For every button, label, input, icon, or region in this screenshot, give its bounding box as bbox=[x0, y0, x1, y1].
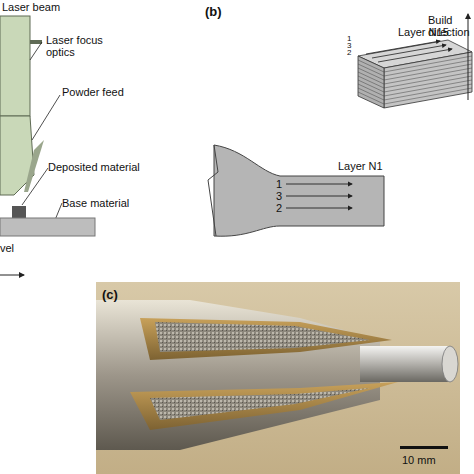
part-label: Powder feed bbox=[62, 86, 142, 98]
part-label: Base material bbox=[62, 197, 152, 209]
part-label: Laser focus optics bbox=[46, 34, 108, 58]
part-photo bbox=[96, 282, 460, 474]
scale-label: 10 mm bbox=[402, 454, 452, 466]
panel-letter: (c) bbox=[102, 288, 132, 302]
pass-number: 3 bbox=[276, 190, 286, 202]
pass-number: 1 bbox=[276, 178, 286, 190]
panel-letter: (b) bbox=[205, 5, 235, 19]
part-label: Deposited material bbox=[48, 161, 158, 173]
pass-number: 2 bbox=[276, 202, 286, 214]
specimen-outline bbox=[208, 145, 384, 236]
part-label: Laser beam bbox=[2, 1, 92, 13]
layered-block bbox=[358, 14, 472, 108]
layer-label: Layer N15 bbox=[398, 26, 458, 38]
pass-number: 2 bbox=[347, 48, 357, 57]
axis-label: vel bbox=[0, 242, 30, 254]
layer-label: Layer N1 bbox=[338, 160, 398, 172]
